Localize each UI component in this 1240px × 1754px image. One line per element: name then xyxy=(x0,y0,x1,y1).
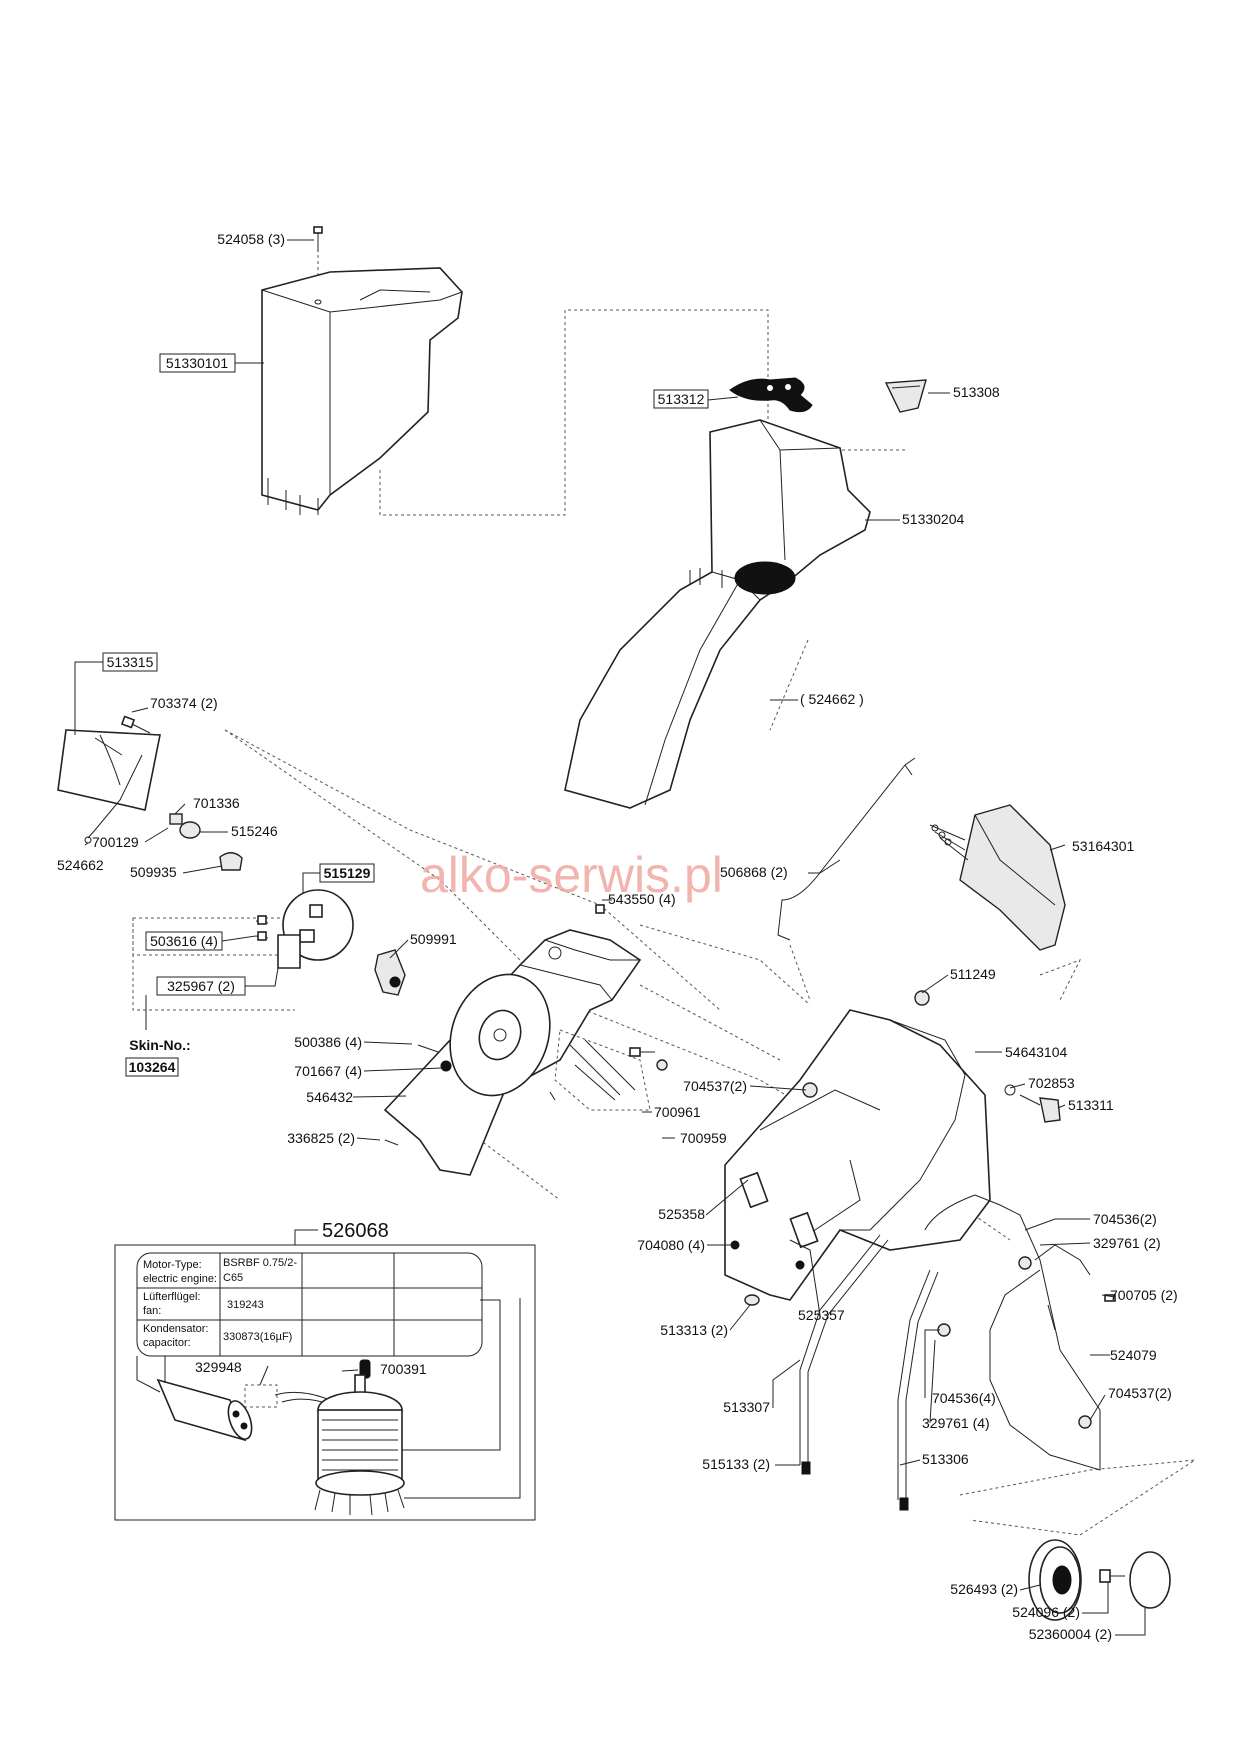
row1-value-2: C65 xyxy=(223,1272,243,1284)
motor-drawing xyxy=(274,1374,405,1516)
label-51330101: 51330101 xyxy=(166,355,229,371)
skin-label: Skin-No.: xyxy=(129,1037,190,1053)
label-515133: 515133 (2) xyxy=(702,1456,770,1472)
label-700961: 700961 xyxy=(654,1104,701,1120)
motor-spec-table: Motor-Type: electric engine: BSRBF 0.75/… xyxy=(136,1252,483,1357)
label-51330204: 51330204 xyxy=(902,511,965,527)
knob-511249-drawing xyxy=(914,990,930,1006)
label-54643104: 54643104 xyxy=(1005,1044,1068,1060)
label-513315: 513315 xyxy=(107,654,154,670)
label-52360004: 52360004 (2) xyxy=(1029,1626,1112,1642)
label-543550: 543550 (4) xyxy=(608,891,676,907)
housing-54643104-drawing xyxy=(724,1009,1061,1306)
motor-housing-546432-drawing xyxy=(383,904,642,1176)
skin-number-value: 103264 xyxy=(129,1059,176,1075)
clip-513308-drawing xyxy=(884,379,927,413)
cable-506868-drawing xyxy=(777,757,916,1001)
label-704537b: 704537(2) xyxy=(1108,1385,1172,1401)
row3-value-1: 330873(16µF) xyxy=(223,1331,292,1343)
label-524096: 524096 (2) xyxy=(1012,1604,1080,1620)
label-524058: 524058 (3) xyxy=(217,231,285,247)
label-700705: 700705 (2) xyxy=(1110,1287,1178,1303)
label-701336: 701336 xyxy=(193,795,240,811)
label-704537a: 704537(2) xyxy=(683,1078,747,1094)
label-509991: 509991 xyxy=(410,931,457,947)
seal-513312-drawing xyxy=(729,377,813,413)
label-329761a: 329761 (2) xyxy=(1093,1235,1161,1251)
leader-lines xyxy=(74,239,1146,1636)
label-500386: 500386 (4) xyxy=(294,1034,362,1050)
label-513306: 513306 xyxy=(922,1451,969,1467)
label-515129: 515129 xyxy=(324,865,371,881)
label-511249: 511249 xyxy=(950,966,996,982)
label-336825: 336825 (2) xyxy=(287,1130,355,1146)
label-513308: 513308 xyxy=(953,384,1000,400)
row3-label-en: capacitor: xyxy=(143,1337,191,1349)
label-524662b: 524662 xyxy=(57,857,104,873)
label-700959: 700959 xyxy=(680,1130,727,1146)
frame-drawing xyxy=(799,1194,1116,1511)
motor-kit-box: 526068 Motor-Type: electric engine: BSRB… xyxy=(114,1220,536,1521)
label-513307: 513307 xyxy=(723,1399,770,1415)
label-506868: 506868 (2) xyxy=(720,864,788,880)
flap-513315-drawing xyxy=(57,729,161,844)
label-325967: 325967 (2) xyxy=(167,978,235,994)
row1-label-de: Motor-Type: xyxy=(143,1259,202,1271)
hopper-51330101-drawing xyxy=(261,267,463,515)
blade-cluster-drawing xyxy=(549,1029,668,1111)
label-513313: 513313 (2) xyxy=(660,1322,728,1338)
label-524662a: ( 524662 ) xyxy=(800,691,864,707)
motor-kit-number: 526068 xyxy=(322,1220,389,1242)
chute-51330204-drawing xyxy=(564,419,871,809)
row1-value-1: BSRBF 0.75/2- xyxy=(223,1257,297,1269)
label-boxes xyxy=(102,353,709,996)
label-546432: 546432 xyxy=(306,1089,353,1105)
switch-box-53164301-drawing xyxy=(929,804,1066,951)
watermark: alko-serwis.pl xyxy=(420,847,723,903)
label-524079: 524079 xyxy=(1110,1347,1157,1363)
row2-label-de: Lüfterflügel: xyxy=(143,1291,200,1303)
label-329948: 329948 xyxy=(195,1359,242,1375)
label-704536a: 704536(2) xyxy=(1093,1211,1157,1227)
screw-703374-drawing xyxy=(120,715,151,734)
row1-label-en: electric engine: xyxy=(143,1273,217,1285)
label-703374: 703374 (2) xyxy=(150,695,218,711)
label-513311: 513311 xyxy=(1068,1097,1114,1113)
label-503616: 503616 (4) xyxy=(150,933,218,949)
plate-515129-drawing xyxy=(255,889,354,969)
label-329761b: 329761 (4) xyxy=(922,1415,990,1431)
switch-509991-drawing xyxy=(374,949,406,996)
label-700391: 700391 xyxy=(380,1361,427,1377)
small-parts-drawing xyxy=(169,813,243,871)
row2-value-1: 319243 xyxy=(227,1299,264,1311)
label-704080: 704080 (4) xyxy=(637,1237,705,1253)
capacitor-drawing xyxy=(156,1356,253,1442)
label-704536b: 704536(4) xyxy=(932,1390,996,1406)
row2-label-en: fan: xyxy=(143,1305,161,1317)
label-702853: 702853 xyxy=(1028,1075,1075,1091)
skin-number: Skin-No.: 103264 xyxy=(125,995,191,1077)
label-526493: 526493 (2) xyxy=(950,1581,1018,1597)
label-525357: 525357 xyxy=(798,1307,845,1323)
label-53164301: 53164301 xyxy=(1072,838,1135,854)
label-513312: 513312 xyxy=(658,391,705,407)
label-515246: 515246 xyxy=(231,823,278,839)
part-labels: 524058 (3) 51330101 513312 513308 513302… xyxy=(57,231,1178,1642)
label-701667: 701667 (4) xyxy=(294,1063,362,1079)
label-700129: 700129 xyxy=(92,834,139,850)
label-525358: 525358 xyxy=(658,1206,705,1222)
label-509935: 509935 xyxy=(130,864,177,880)
wheel-assembly-drawing xyxy=(1028,1539,1171,1621)
row3-label-de: Kondensator: xyxy=(143,1323,208,1335)
